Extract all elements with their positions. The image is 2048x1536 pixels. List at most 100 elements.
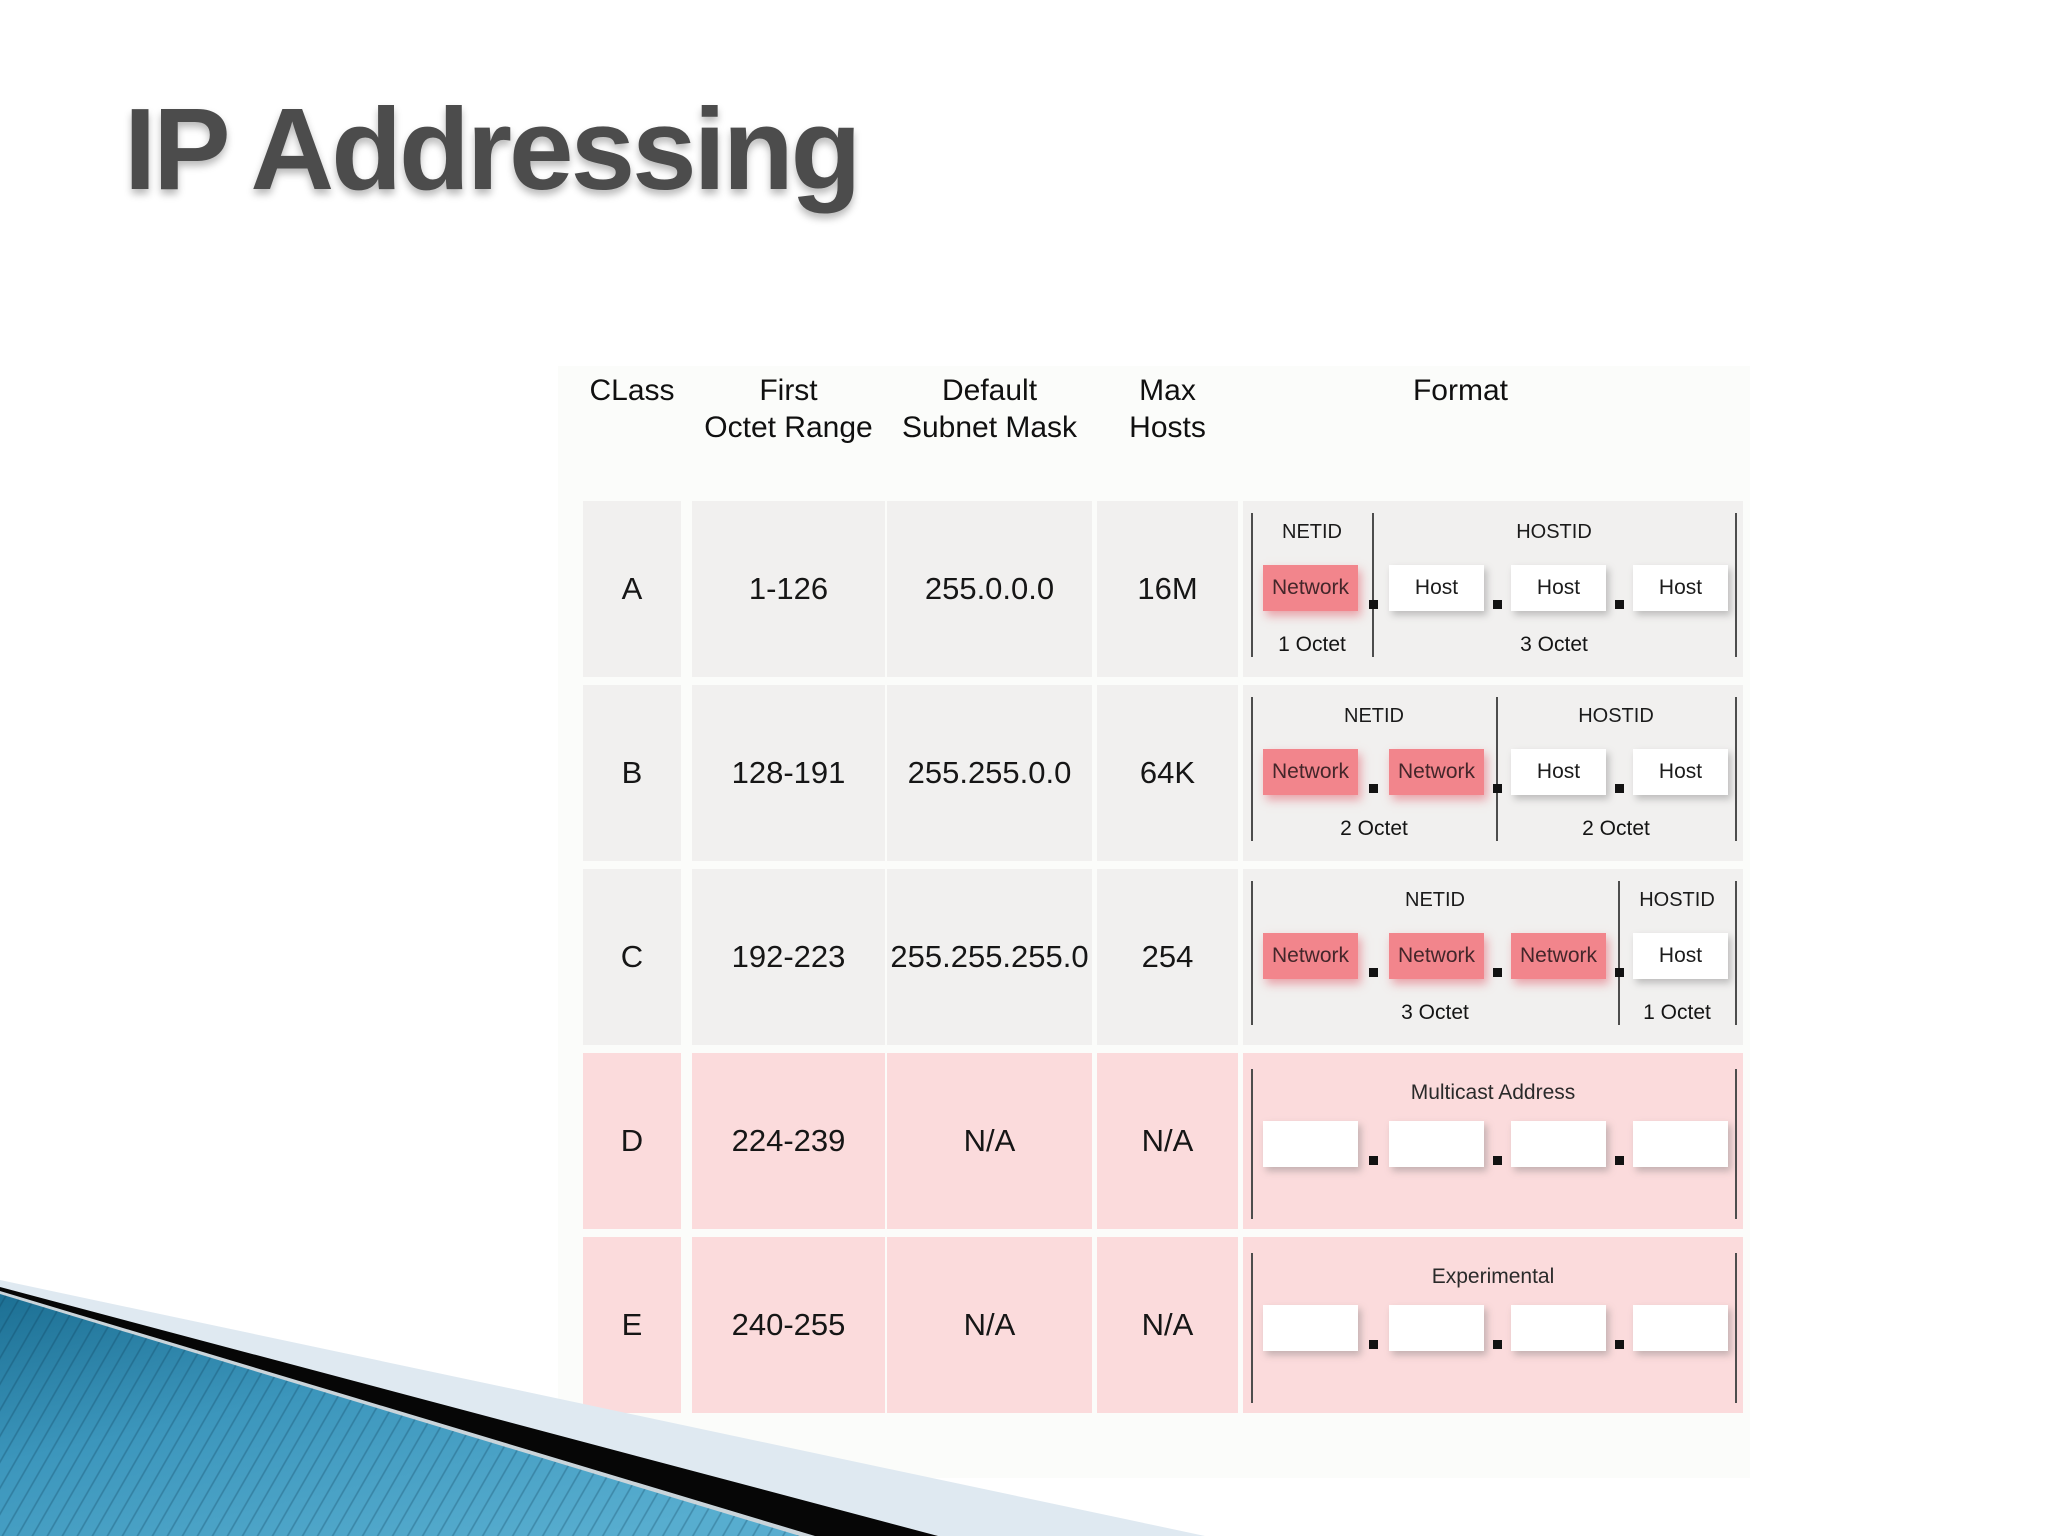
host-octet-box: Host xyxy=(1633,749,1728,795)
group-divider-line xyxy=(1251,1253,1253,1403)
dot-separator-icon xyxy=(1615,1156,1624,1165)
column-header-max-hosts: Max Hosts xyxy=(1129,374,1206,444)
cell-default-subnet-mask: 255.255.255.0 xyxy=(887,869,1092,1045)
cell-default-subnet-mask: N/A xyxy=(887,1237,1092,1413)
group-divider-line xyxy=(1735,881,1737,1025)
group-divider-line xyxy=(1735,513,1737,657)
host-octet-box: Host xyxy=(1389,565,1484,611)
empty-octet-box xyxy=(1263,1121,1358,1167)
hostid-octet-caption: 3 Octet xyxy=(1520,633,1588,656)
dot-separator-icon xyxy=(1493,968,1502,977)
experimental-label: Experimental xyxy=(1431,1265,1555,1288)
dot-separator-icon xyxy=(1369,784,1378,793)
dot-separator-icon xyxy=(1493,1156,1502,1165)
table-row-class-c: C 192-223 255.255.255.0 254 NETID HOSTID… xyxy=(0,869,2048,1045)
dot-separator-icon xyxy=(1369,600,1378,609)
group-divider-line xyxy=(1735,1253,1737,1403)
cell-class: B xyxy=(583,685,681,861)
multicast-address-label: Multicast Address xyxy=(1410,1081,1576,1104)
cell-first-octet-range: 240-255 xyxy=(692,1237,885,1413)
table-row-class-d: D 224-239 N/A N/A Multicast Address xyxy=(0,1053,2048,1229)
empty-octet-box xyxy=(1511,1121,1606,1167)
table-row-class-a: A 1-126 255.0.0.0 16M NETID HOSTID Netwo… xyxy=(0,501,2048,677)
cell-class: E xyxy=(583,1237,681,1413)
host-octet-box: Host xyxy=(1511,565,1606,611)
table-row-class-b: B 128-191 255.255.0.0 64K NETID HOSTID N… xyxy=(0,685,2048,861)
cell-default-subnet-mask: 255.0.0.0 xyxy=(887,501,1092,677)
host-octet-box: Host xyxy=(1511,749,1606,795)
cell-max-hosts: 64K xyxy=(1097,685,1238,861)
empty-octet-box xyxy=(1389,1121,1484,1167)
hostid-label: HOSTID xyxy=(1578,705,1654,727)
empty-octet-box xyxy=(1633,1305,1728,1351)
netid-octet-caption: 1 Octet xyxy=(1278,633,1346,656)
hostid-octet-caption: 1 Octet xyxy=(1643,1001,1711,1024)
hostid-label: HOSTID xyxy=(1639,889,1715,911)
cell-first-octet-range: 192-223 xyxy=(692,869,885,1045)
netid-octet-caption: 3 Octet xyxy=(1401,1001,1469,1024)
netid-octet-caption: 2 Octet xyxy=(1340,817,1408,840)
column-header-default-subnet-mask: Default Subnet Mask xyxy=(901,374,1078,444)
column-header-format: Format xyxy=(1412,374,1508,407)
group-divider-line xyxy=(1251,881,1253,1025)
network-octet-box: Network xyxy=(1263,565,1358,611)
dot-separator-icon xyxy=(1615,968,1624,977)
page-title: IP Addressing xyxy=(124,84,862,214)
footer-teal-stripes xyxy=(0,1294,800,1536)
footer-decoration xyxy=(0,1280,1205,1536)
host-octet-box: Host xyxy=(1633,565,1728,611)
group-divider-line xyxy=(1496,697,1498,841)
cell-first-octet-range: 224-239 xyxy=(692,1053,885,1229)
cell-default-subnet-mask: 255.255.0.0 xyxy=(887,685,1092,861)
group-divider-line xyxy=(1251,1069,1253,1219)
netid-label: NETID xyxy=(1405,889,1465,911)
format-diagram: NETID HOSTID Network Network Network Hos… xyxy=(1243,869,1743,1045)
network-octet-box: Network xyxy=(1389,749,1484,795)
format-diagram: NETID HOSTID Network Network Host Host 2… xyxy=(1243,685,1743,861)
group-divider-line xyxy=(1251,513,1253,657)
cell-max-hosts: N/A xyxy=(1097,1053,1238,1229)
cell-class: A xyxy=(583,501,681,677)
cell-max-hosts: 254 xyxy=(1097,869,1238,1045)
format-diagram: Experimental xyxy=(1243,1237,1743,1413)
cell-default-subnet-mask: N/A xyxy=(887,1053,1092,1229)
netid-label: NETID xyxy=(1282,521,1342,543)
cell-max-hosts: 16M xyxy=(1097,501,1238,677)
cell-first-octet-range: 128-191 xyxy=(692,685,885,861)
group-divider-line xyxy=(1251,697,1253,841)
hostid-label: HOSTID xyxy=(1516,521,1592,543)
hostid-octet-caption: 2 Octet xyxy=(1582,817,1650,840)
network-octet-box: Network xyxy=(1389,933,1484,979)
dot-separator-icon xyxy=(1615,1340,1624,1349)
group-divider-line xyxy=(1372,513,1374,657)
dot-separator-icon xyxy=(1493,784,1502,793)
column-header-class: CLass xyxy=(589,374,675,407)
dot-separator-icon xyxy=(1369,1156,1378,1165)
dot-separator-icon xyxy=(1615,784,1624,793)
cell-first-octet-range: 1-126 xyxy=(692,501,885,677)
format-diagram: NETID HOSTID Network Host Host Host 1 Oc… xyxy=(1243,501,1743,677)
empty-octet-box xyxy=(1389,1305,1484,1351)
format-diagram: Multicast Address xyxy=(1243,1053,1743,1229)
cell-class: C xyxy=(583,869,681,1045)
group-divider-line xyxy=(1735,1069,1737,1219)
empty-octet-box xyxy=(1511,1305,1606,1351)
network-octet-box: Network xyxy=(1511,933,1606,979)
group-divider-line xyxy=(1618,881,1620,1025)
dot-separator-icon xyxy=(1615,600,1624,609)
network-octet-box: Network xyxy=(1263,933,1358,979)
empty-octet-box xyxy=(1263,1305,1358,1351)
column-header-first-octet-range: First Octet Range xyxy=(704,374,873,444)
network-octet-box: Network xyxy=(1263,749,1358,795)
cell-class: D xyxy=(583,1053,681,1229)
dot-separator-icon xyxy=(1493,600,1502,609)
host-octet-box: Host xyxy=(1633,933,1728,979)
empty-octet-box xyxy=(1633,1121,1728,1167)
table-row-class-e: E 240-255 N/A N/A Experimental xyxy=(0,1237,2048,1413)
netid-label: NETID xyxy=(1344,705,1404,727)
cell-max-hosts: N/A xyxy=(1097,1237,1238,1413)
dot-separator-icon xyxy=(1369,968,1378,977)
dot-separator-icon xyxy=(1369,1340,1378,1349)
group-divider-line xyxy=(1735,697,1737,841)
